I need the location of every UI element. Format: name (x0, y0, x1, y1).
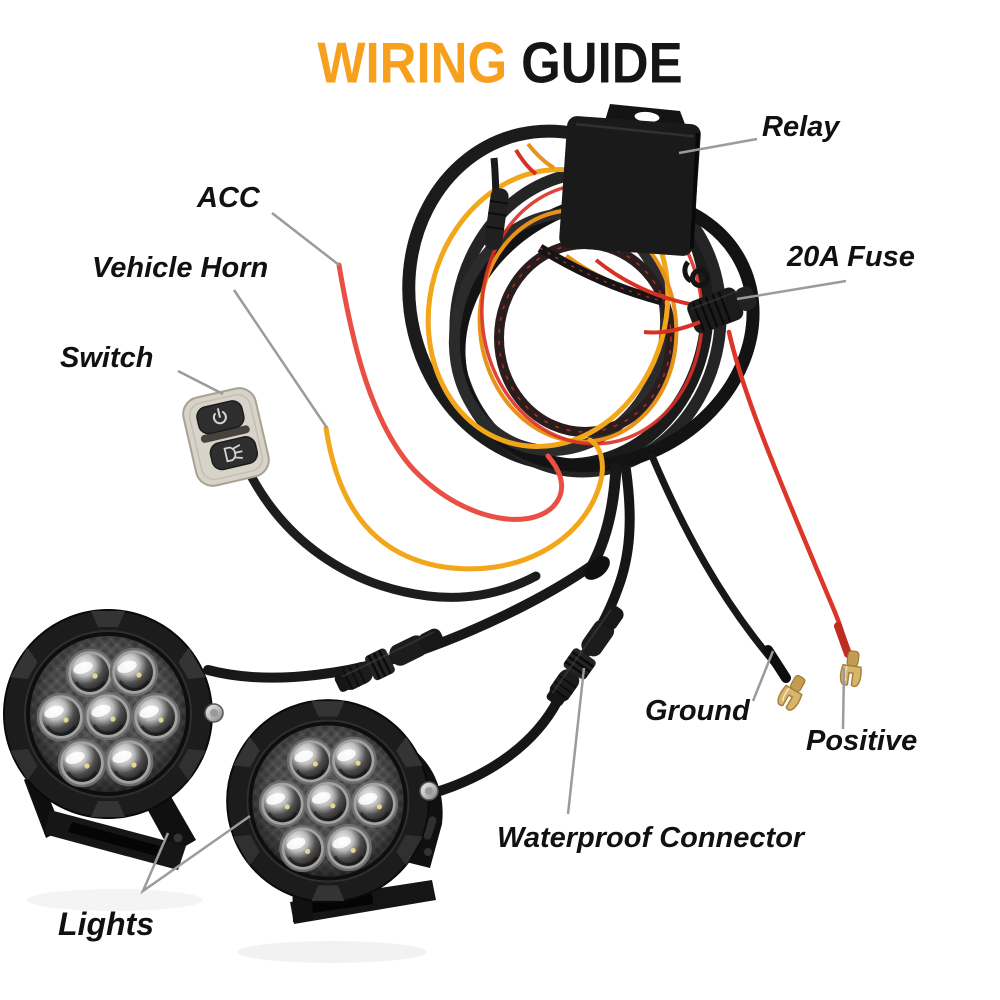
label-switch: Switch (60, 342, 154, 374)
reflection-left-light (27, 889, 203, 911)
label-ground: Ground (645, 695, 750, 727)
waterproof-connector-left (330, 620, 449, 699)
relay-output-red-wire (594, 258, 701, 308)
positive-wire-sleeve (834, 622, 852, 658)
ground-wire (648, 452, 788, 680)
relay-mount-hole (634, 111, 660, 123)
right-light-face (227, 700, 429, 902)
reflection-right-light (237, 941, 427, 963)
label-positive: Positive (806, 725, 918, 757)
switch (182, 387, 270, 487)
cable-junction (584, 556, 610, 580)
leader-positive (841, 667, 846, 730)
fuse-mount-ring (690, 268, 710, 288)
leader-vehicle-horn (232, 289, 329, 429)
relay (559, 104, 701, 256)
label-relay: Relay (762, 111, 840, 143)
switch-cable (241, 461, 541, 602)
positive-wire (726, 329, 850, 653)
leader-acc (271, 212, 340, 266)
left-light (4, 610, 224, 870)
waterproof-connector-right (540, 598, 632, 712)
title-word-guide: GUIDE (521, 31, 683, 95)
label-lights: Lights (58, 906, 154, 942)
leader-waterproof-connector (566, 667, 586, 815)
title-word-wiring: WIRING (317, 31, 508, 95)
acc-wire (336, 262, 565, 522)
headlight-icon (223, 444, 244, 463)
fuse-holder (643, 260, 757, 335)
label-acc: ACC (197, 182, 260, 214)
main-cable (586, 462, 622, 572)
leader-lines (140, 137, 847, 895)
leader-fuse (736, 279, 847, 301)
right-light-cable (425, 465, 635, 799)
leader-switch (177, 369, 224, 396)
leader-lights (140, 814, 251, 895)
label-fuse: 20A Fuse (787, 241, 915, 273)
leader-ground (751, 650, 775, 702)
power-icon (212, 408, 227, 425)
relay-body (559, 116, 701, 256)
label-vehicle-horn: Vehicle Horn (92, 252, 269, 284)
switch-light-button (209, 436, 259, 471)
label-waterproof-connector: Waterproof Connector (497, 822, 805, 854)
vehicle-horn-wire (323, 425, 605, 572)
left-light-face (4, 610, 212, 818)
right-light (227, 700, 443, 924)
leader-relay (678, 137, 758, 155)
